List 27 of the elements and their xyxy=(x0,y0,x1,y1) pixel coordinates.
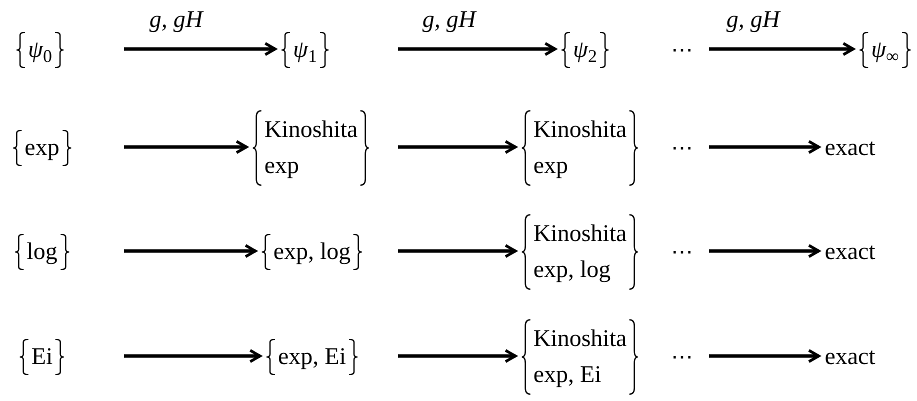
set-element: ψ$_{2}$ xyxy=(573,36,597,68)
ellipsis: ⋯ xyxy=(671,39,693,61)
set-element: exp, Ei xyxy=(533,361,602,390)
edge-label: g, gH xyxy=(149,8,203,32)
set-element: Kinoshita xyxy=(533,325,627,354)
set-element: exp xyxy=(264,152,299,181)
set-element: exact xyxy=(824,343,876,372)
set-element: exp, Ei xyxy=(278,343,346,372)
set-element: exact xyxy=(824,134,876,163)
set-element: ψ$_{∞}$ xyxy=(871,36,899,68)
set-element: exp xyxy=(24,134,60,163)
set-element: exp, log xyxy=(533,256,611,285)
set-element: ψ$_{0}$ xyxy=(28,36,52,68)
ellipsis: ⋯ xyxy=(671,137,693,159)
set-element: log xyxy=(26,238,58,267)
set-element: exact xyxy=(824,238,876,267)
set-element: Ei xyxy=(31,343,53,372)
set-element: Kinoshita xyxy=(264,116,358,145)
ellipsis: ⋯ xyxy=(671,241,693,263)
edge-label: g, gH xyxy=(422,8,476,32)
set-element: exp xyxy=(533,152,568,181)
set-element: exp, log xyxy=(273,238,351,267)
set-element: ψ$_{1}$ xyxy=(293,36,317,68)
edge-label: g, gH xyxy=(726,8,780,32)
set-element: Kinoshita xyxy=(533,220,627,249)
set-element: Kinoshita xyxy=(533,116,627,145)
ellipsis: ⋯ xyxy=(671,346,693,368)
